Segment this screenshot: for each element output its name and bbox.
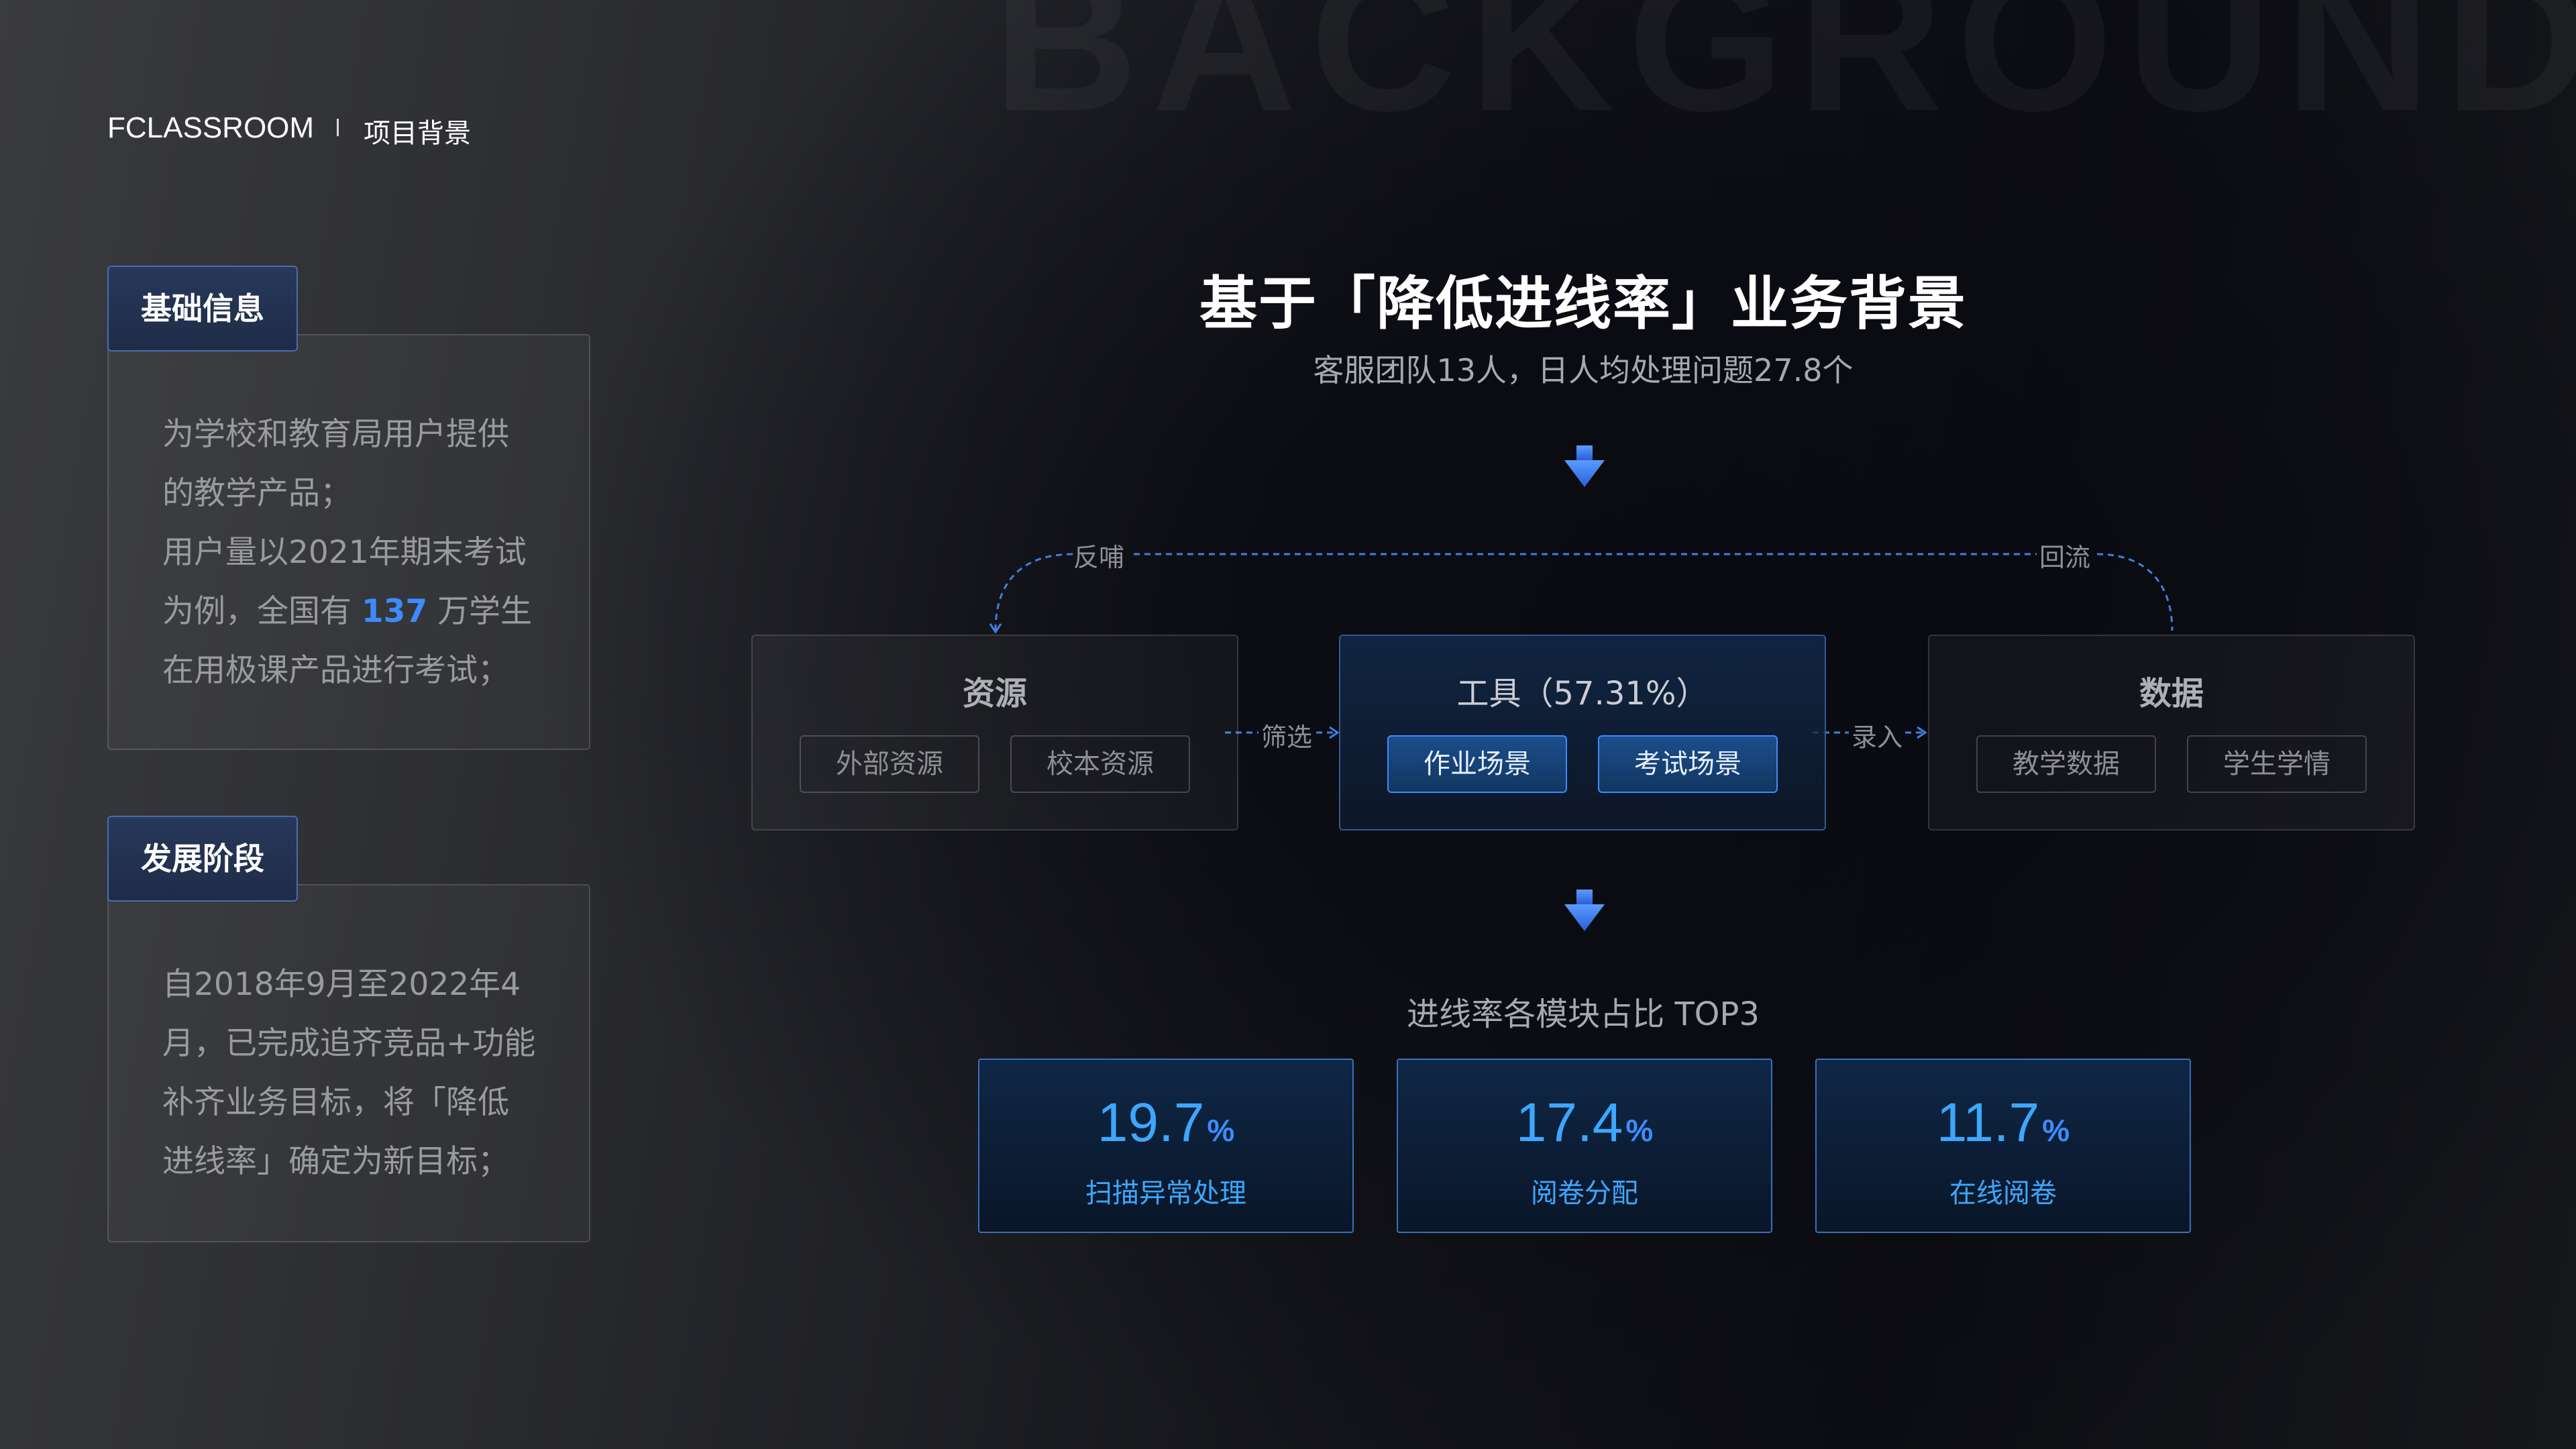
stat-label: 在线阅卷 <box>1949 1178 2057 1209</box>
stat-number: 11.7 <box>1936 1092 2040 1153</box>
main-subtitle: 客服团队13人，日人均处理问题27.8个 <box>1313 352 1854 388</box>
development-stage-tab: 发展阶段 <box>107 816 298 902</box>
basic-info-line: 用户量以2021年期末考试 <box>162 534 527 571</box>
input-label: 录入 <box>1851 722 1903 752</box>
section-title: 项目背景 <box>364 118 471 149</box>
data-box: 数据 教学数据 学生学情 <box>1928 635 2415 830</box>
development-stage-card: 自2018年9月至2022年4 月，已完成追齐竞品+功能 补齐业务目标，将「降低… <box>107 884 590 1242</box>
tool-box: 工具（57.31%） 作业场景 考试场景 <box>1339 635 1826 830</box>
return-connector <box>2096 553 2174 631</box>
ratio-title: 进线率各模块占比 TOP3 <box>1407 996 1760 1033</box>
basic-info-tab: 基础信息 <box>107 266 298 352</box>
resource-box: 资源 外部资源 校本资源 <box>751 635 1238 830</box>
stat-unit: % <box>2042 1113 2070 1148</box>
homework-scene-tag: 作业场景 <box>1387 735 1567 793</box>
stat-card: 17.4% 阅卷分配 <box>1397 1059 1772 1233</box>
stat-unit: % <box>1625 1113 1654 1148</box>
exam-scene-tag: 考试场景 <box>1598 735 1778 793</box>
basic-info-line: 为学校和教育局用户提供 <box>162 416 509 453</box>
stat-number: 17.4 <box>1515 1092 1623 1153</box>
stat-card: 19.7% 扫描异常处理 <box>978 1059 1354 1233</box>
feedback-connector <box>994 553 1074 631</box>
student-count-highlight: 137 <box>361 593 428 630</box>
basic-info-text: 为学校和教育局用户提供 的教学产品； 用户量以2021年期末考试 为例，全国有 … <box>162 405 551 700</box>
return-label: 回流 <box>2039 543 2091 572</box>
basic-info-line-suffix: 万学生 <box>427 593 533 630</box>
stat-label: 阅卷分配 <box>1531 1178 1638 1209</box>
data-title: 数据 <box>2139 675 2204 712</box>
development-stage-line: 补齐业务目标，将「降低 <box>162 1084 509 1121</box>
chevron-right-icon <box>1329 726 1340 739</box>
resource-title: 资源 <box>962 675 1027 712</box>
stat-value: 11.7% <box>1817 1089 2190 1164</box>
stat-value: 19.7% <box>979 1089 1352 1164</box>
stat-card: 11.7% 在线阅卷 <box>1815 1059 2191 1233</box>
feedback-label: 反哺 <box>1073 543 1125 572</box>
brand-logo-text: FCLASSROOM <box>107 111 315 144</box>
stat-value: 17.4% <box>1398 1089 1771 1164</box>
arrow-down-icon <box>1564 445 1605 487</box>
basic-info-card: 为学校和教育局用户提供 的教学产品； 用户量以2021年期末考试 为例，全国有 … <box>107 334 590 750</box>
basic-info-line: 在用极课产品进行考试； <box>162 652 509 689</box>
header-divider <box>337 119 339 136</box>
filter-label: 筛选 <box>1261 722 1313 752</box>
stat-label: 扫描异常处理 <box>1085 1178 1246 1209</box>
development-stage-text: 自2018年9月至2022年4 月，已完成追齐竞品+功能 补齐业务目标，将「降低… <box>162 955 551 1191</box>
stat-unit: % <box>1207 1113 1235 1148</box>
stat-number: 19.7 <box>1097 1092 1205 1153</box>
background-watermark: BACKGROUND <box>993 0 2576 141</box>
tool-title: 工具（57.31%） <box>1456 675 1709 712</box>
basic-info-line: 的教学产品； <box>162 475 352 512</box>
main-title: 基于「降低进线率」业务背景 <box>1199 270 1967 337</box>
school-resource-tag: 校本资源 <box>1010 735 1190 793</box>
student-status-tag: 学生学情 <box>2187 735 2367 793</box>
development-stage-line: 月，已完成追齐竞品+功能 <box>162 1025 536 1062</box>
chevron-right-icon <box>1917 726 1927 739</box>
teaching-data-tag: 教学数据 <box>1976 735 2156 793</box>
basic-info-line-prefix: 为例，全国有 <box>162 593 362 630</box>
external-resource-tag: 外部资源 <box>800 735 979 793</box>
chevron-down-icon <box>989 623 1002 634</box>
basic-info-line: 为例，全国有 137 万学生 <box>162 582 551 641</box>
development-stage-line: 自2018年9月至2022年4 <box>162 966 521 1003</box>
development-stage-line: 进线率」确定为新目标； <box>162 1143 509 1180</box>
arrow-down-icon <box>1564 890 1605 931</box>
